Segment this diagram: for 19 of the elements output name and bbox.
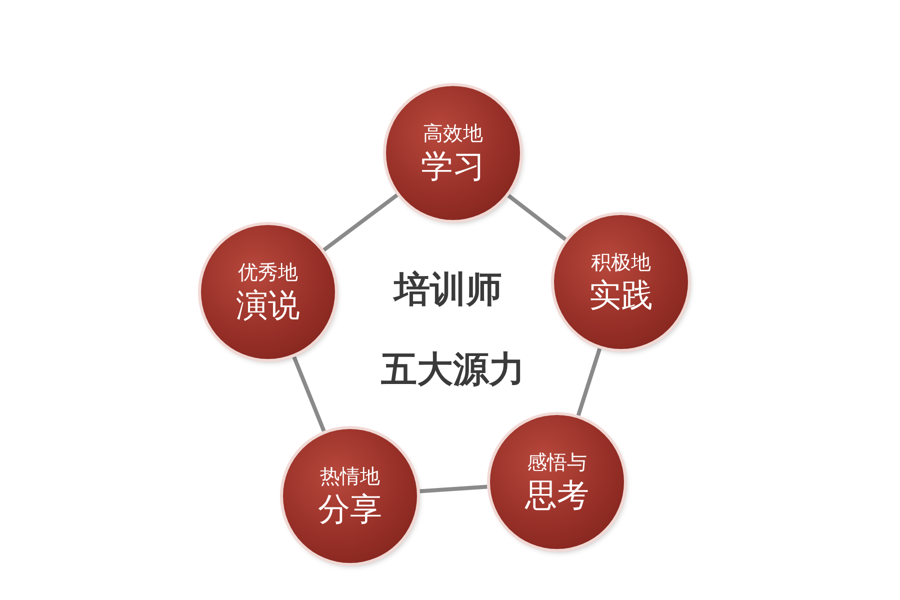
node-text: 感悟与 — [527, 449, 587, 475]
node-text: 积极地 — [591, 249, 651, 275]
node-text: 高效地 — [423, 120, 483, 146]
node-text: 思考 — [525, 475, 589, 515]
connector-line — [322, 193, 398, 252]
circle-node — [386, 86, 520, 220]
center-title: 培训师 — [394, 268, 502, 312]
connector-line — [420, 484, 488, 494]
connector-line — [292, 356, 326, 432]
center-title: 五大源力 — [381, 348, 525, 392]
circle-node — [554, 215, 688, 349]
node-text: 实践 — [589, 275, 653, 315]
node-text: 优秀地 — [238, 259, 298, 285]
node-text: 学习 — [421, 146, 485, 186]
connector-line — [507, 194, 567, 241]
node-text: 热情地 — [320, 463, 380, 489]
node-text: 分享 — [318, 489, 382, 529]
node-text: 演说 — [236, 285, 300, 325]
connector-line — [576, 348, 602, 416]
